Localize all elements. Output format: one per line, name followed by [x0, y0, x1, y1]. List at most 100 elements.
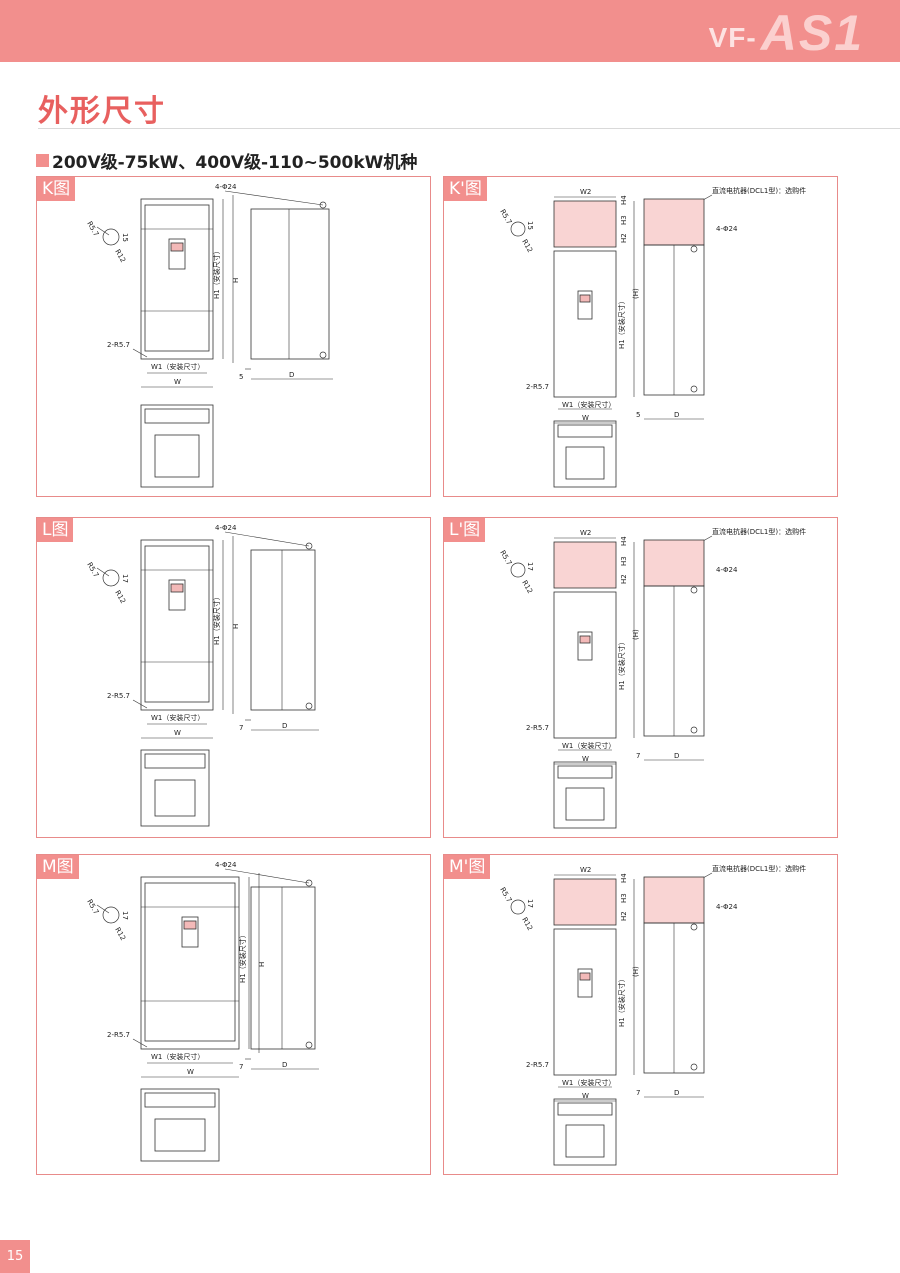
label-2-r57: 2-R5.7 [107, 692, 130, 700]
label-dcl-reactor: 直流电抗器(DCL1型)：选购件 [712, 186, 806, 195]
label-h2: H2 [620, 574, 628, 584]
mount-hole-detail [510, 562, 526, 578]
header-bar: VF- AS1 [0, 0, 900, 62]
label-h4: H4 [620, 536, 628, 546]
label-h3: H3 [620, 893, 628, 903]
label-r57: R5.7 [85, 898, 100, 916]
label-gap: 7 [636, 1089, 640, 1097]
label-w2: W2 [580, 866, 591, 874]
panel-tag: K图 [37, 177, 76, 201]
keypad [577, 968, 593, 998]
keypad [181, 916, 199, 948]
label-w1: W1（安装尺寸） [562, 1078, 615, 1087]
label-r12: R12 [113, 926, 127, 942]
keypad-display [579, 635, 591, 644]
label-h3: H3 [620, 215, 628, 225]
label-2-r57: 2-R5.7 [526, 1061, 549, 1069]
label-h4: H4 [620, 195, 628, 205]
reactor-side [643, 876, 705, 924]
side-hole [319, 201, 327, 209]
keypad [168, 579, 186, 611]
label-w1: W1（安装尺寸） [151, 1052, 204, 1061]
keypad-display [579, 294, 591, 303]
label-4-phi24: 4-Φ24 [215, 861, 237, 869]
panel-tag: L'图 [444, 518, 486, 542]
label-gap: 7 [239, 1063, 243, 1071]
label-2-r57: 2-R5.7 [107, 1031, 130, 1039]
label-15-17: 17 [121, 574, 129, 583]
side-hole [690, 726, 698, 734]
leader-line [132, 699, 148, 709]
label-4-phi24: 4-Φ24 [215, 524, 237, 532]
page-title: 外形尺寸 [38, 94, 166, 129]
side-hole [690, 245, 698, 253]
keypad-display [579, 972, 591, 981]
label-dcl-reactor: 直流电抗器(DCL1型)：选购件 [712, 527, 806, 536]
bottom-view [553, 761, 617, 829]
terminal-block [144, 1092, 216, 1108]
section-title: 200V级-75kW、400V级-110~500kW机种 [52, 153, 418, 173]
side-view [250, 208, 330, 360]
label-15-17: 17 [526, 899, 534, 908]
label-2-r57: 2-R5.7 [526, 724, 549, 732]
label-paren-h: (H) [632, 629, 640, 640]
mount-hole-detail [102, 228, 120, 246]
label-15-17: 17 [121, 911, 129, 920]
label-r12: R12 [520, 916, 534, 932]
bottom-view [553, 420, 617, 488]
front-view [140, 198, 214, 360]
panel-tag: M'图 [444, 855, 491, 879]
front-inner [144, 882, 236, 1042]
label-h1: H1（安装尺寸） [238, 931, 247, 983]
side-hole [305, 702, 313, 710]
side-hole [305, 1041, 313, 1049]
label-h1: H1（安装尺寸） [212, 593, 221, 645]
front-view [553, 250, 617, 398]
label-d: D [674, 752, 679, 760]
keypad-display [170, 242, 184, 252]
label-h2: H2 [620, 911, 628, 921]
front-view [140, 876, 240, 1050]
mount-hole-detail [102, 569, 120, 587]
front-view [553, 591, 617, 739]
label-4-phi24: 4-Φ24 [716, 225, 738, 233]
keypad [168, 238, 186, 270]
side-hole [690, 385, 698, 393]
leader-line [132, 1038, 148, 1048]
keypad-display [170, 583, 184, 593]
keypad [577, 631, 593, 661]
front-inner [144, 545, 210, 703]
label-h: H [232, 278, 240, 283]
terminal-block [144, 408, 210, 424]
bottom-view [140, 404, 214, 488]
label-15-17: 15 [121, 233, 129, 242]
label-w1: W1（安装尺寸） [151, 713, 204, 722]
reactor-front [553, 200, 617, 248]
terminal-block [557, 424, 613, 438]
label-w: W [582, 1092, 589, 1100]
panel-tag: L图 [37, 518, 74, 542]
page-number: 15 [0, 1240, 30, 1273]
section-square-icon [36, 154, 49, 167]
label-15-17: 15 [526, 221, 534, 230]
label-paren-h: (H) [632, 288, 640, 299]
label-h4: H4 [620, 873, 628, 883]
bottom-view [140, 1088, 220, 1162]
keypad [577, 290, 593, 320]
mount-hole-detail [510, 899, 526, 915]
label-w: W [582, 755, 589, 763]
mount-hole-detail [510, 221, 526, 237]
front-inner [144, 204, 210, 352]
label-h2: H2 [620, 233, 628, 243]
label-h1: H1（安装尺寸） [212, 247, 221, 299]
bottom-plate [565, 1124, 605, 1158]
label-dcl-reactor: 直流电抗器(DCL1型)：选购件 [712, 864, 806, 873]
label-2-r57: 2-R5.7 [526, 383, 549, 391]
label-w: W [174, 378, 181, 386]
label-h: H [232, 624, 240, 629]
